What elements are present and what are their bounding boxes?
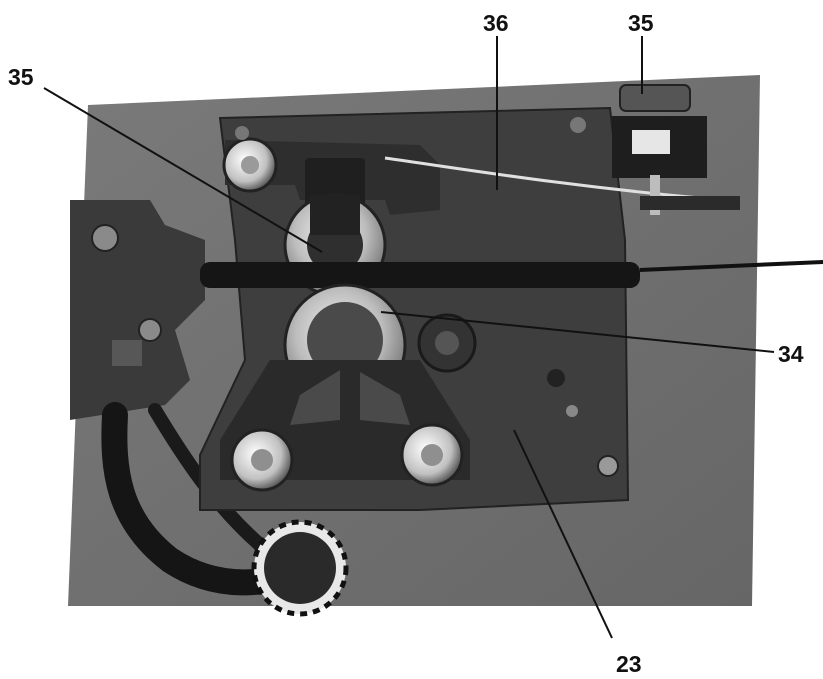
plate-small-screw-2	[566, 405, 578, 417]
callout-label-35-right: 35	[628, 10, 654, 36]
gear-wheel	[251, 519, 349, 617]
carrier-cutout-left	[290, 370, 340, 425]
plate-screw-bottom-right	[597, 455, 619, 477]
leader-line-35-left	[43, 87, 323, 253]
bracket-slot	[112, 340, 142, 366]
bracket-bolt-bottom	[138, 318, 162, 342]
bracket-bolt-top	[91, 224, 119, 252]
leader-line-34	[380, 311, 775, 353]
plate-hub-center	[435, 331, 459, 355]
wire-guide-tube	[200, 262, 640, 288]
left-bracket	[70, 200, 205, 420]
welding-wire	[639, 260, 823, 272]
arm-pivot-bolt-center	[241, 156, 259, 174]
callout-label-34: 34	[778, 341, 804, 367]
callout-label-35-left: 35	[8, 64, 34, 90]
plate-screw-top-left	[235, 126, 249, 140]
plate-small-screw-1	[547, 369, 565, 387]
tension-adjuster	[612, 84, 740, 215]
spring-wire	[384, 156, 701, 200]
callout-label-23: 23	[616, 651, 642, 677]
carrier-cutout-right	[360, 372, 410, 425]
carrier-bolt-left-center	[251, 449, 273, 471]
carrier-bolt-right-center	[421, 444, 443, 466]
callout-label-36: 36	[483, 10, 509, 36]
leader-line-23	[513, 429, 613, 639]
plate-screw-top-right	[570, 117, 586, 133]
